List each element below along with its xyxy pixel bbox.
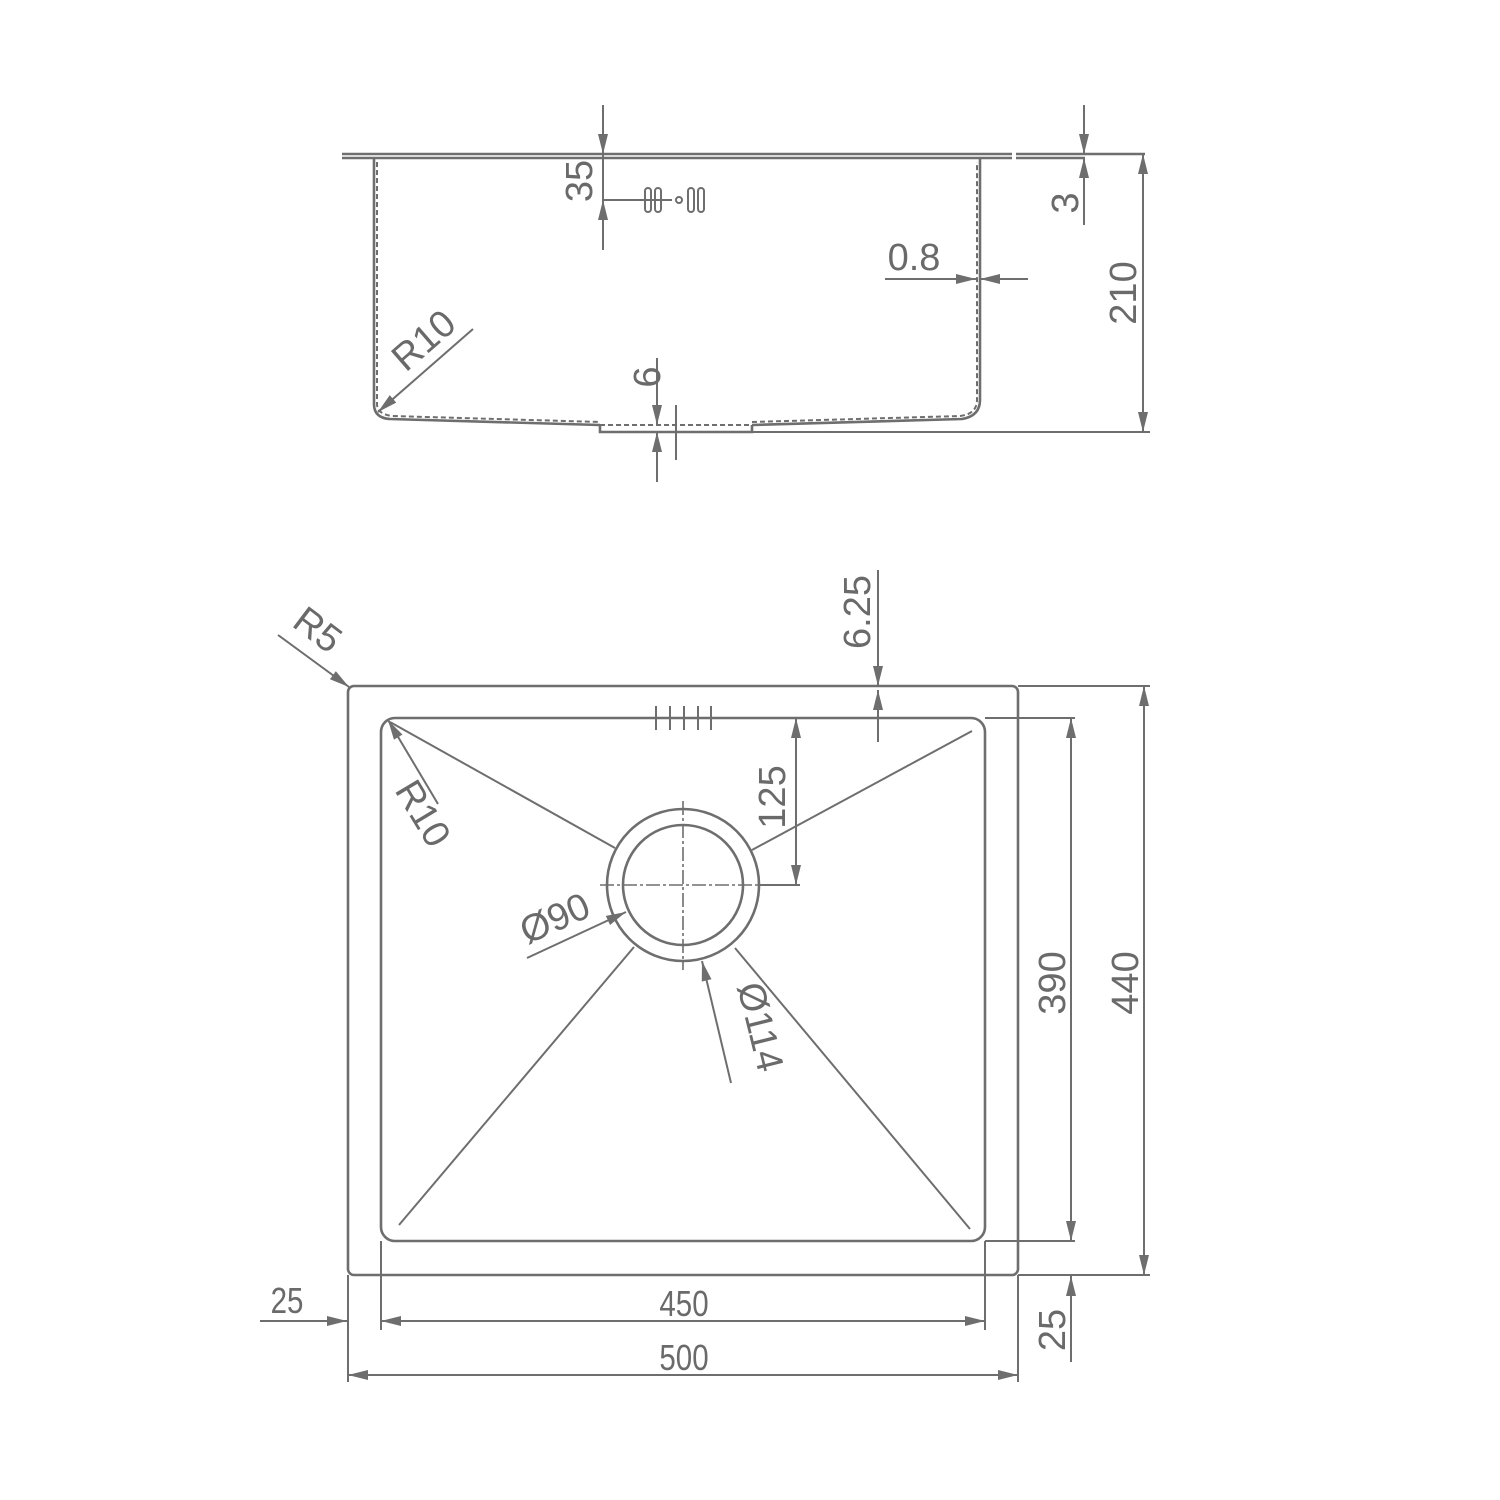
dim-left-margin: 25	[260, 1280, 347, 1326]
rim-edge	[1016, 152, 1145, 160]
label-125: 125	[752, 765, 794, 828]
dim-bottom-margin: 25	[1032, 1276, 1076, 1362]
drain-centerlines	[600, 801, 768, 970]
label-440: 440	[1105, 951, 1147, 1014]
dim-inner-width: 450	[380, 1241, 986, 1330]
label-d90: Ø90	[514, 885, 597, 953]
label-390: 390	[1032, 951, 1074, 1014]
label-r10-side: R10	[384, 302, 464, 379]
label-3: 3	[1045, 192, 1087, 213]
dim-total-depth: 210	[1103, 154, 1148, 432]
label-25-right: 25	[1032, 1309, 1074, 1351]
label-d114: Ø114	[728, 978, 791, 1076]
inner-bowl	[379, 716, 987, 1243]
dim-rim-thickness: 3	[1045, 105, 1089, 225]
label-6: 6	[627, 366, 669, 387]
dim-outer-length: 440	[1018, 685, 1150, 1276]
rim-flange	[342, 152, 1012, 160]
dim-wall-thickness: 0.8	[885, 237, 1028, 284]
overflow-slots	[604, 187, 705, 213]
top-view: R5 R10 6.25 125 Ø90 Ø114	[260, 570, 1150, 1382]
label-35: 35	[559, 160, 601, 202]
label-500: 500	[659, 1337, 708, 1377]
dim-outer-radius: R5	[277, 599, 350, 688]
dim-bottom-radius: R10	[377, 302, 474, 413]
dim-drain-inner-diameter: Ø90	[514, 885, 627, 959]
slope-lines	[389, 721, 973, 1230]
outer-rim	[346, 684, 1020, 1277]
dim-rim-offset: 6.25	[837, 570, 883, 742]
side-view: 35 3 210 0.8 R10 6	[342, 105, 1150, 482]
dim-drain-outer-diameter: Ø114	[701, 960, 791, 1084]
label-25-left: 25	[271, 1280, 304, 1320]
bowl-outline	[372, 158, 982, 427]
bowl-inner-wall	[376, 162, 978, 423]
dim-drain-offset: 125	[730, 717, 801, 886]
label-6-25: 6.25	[837, 575, 879, 649]
label-r10-top: R10	[386, 773, 458, 854]
dim-flange-drop: 35	[559, 105, 608, 250]
label-450: 450	[659, 1283, 708, 1323]
label-r5: R5	[285, 599, 349, 662]
label-210: 210	[1103, 261, 1145, 324]
overflow-marks	[655, 706, 712, 730]
dim-inner-length: 390	[985, 717, 1076, 1242]
dim-drain-recess: 6	[627, 358, 677, 482]
label-0-8: 0.8	[888, 237, 941, 279]
dim-outer-width: 500	[347, 1275, 1019, 1382]
